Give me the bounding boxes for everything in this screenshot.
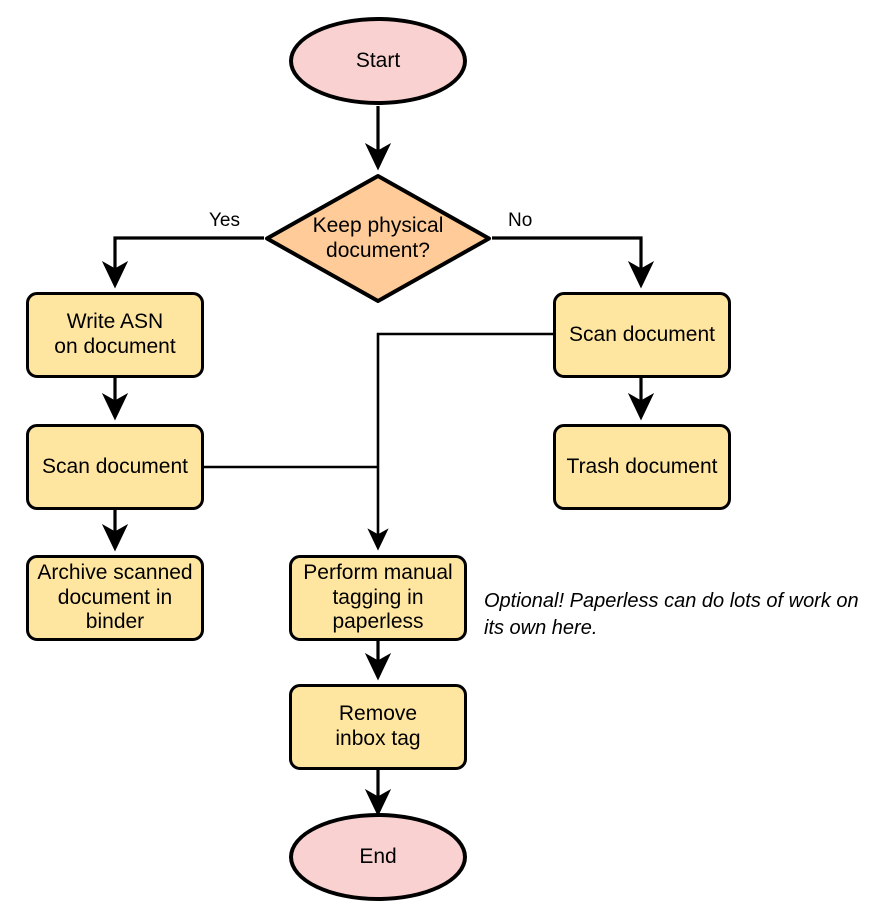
node-end-label: End	[359, 844, 397, 868]
diamond-shape	[265, 174, 491, 303]
node-scan-document-left-label: Scan document	[42, 454, 188, 478]
node-remove-inbox-tag-label: Remove inbox tag	[335, 702, 421, 750]
node-remove-inbox-tag[interactable]: Remove inbox tag	[289, 684, 467, 770]
edge-scan-right-to-manual-tagging	[367, 332, 553, 551]
node-scan-document-right[interactable]: Scan document	[553, 292, 731, 378]
node-trash-document[interactable]: Trash document	[553, 424, 731, 510]
edge-decision-yes-to-write-asn	[101, 236, 264, 289]
node-start[interactable]: Start	[289, 17, 467, 105]
node-archive-scanned-document-in-binder-label: Archive scanned document in binder	[37, 560, 193, 634]
node-start-label: Start	[355, 48, 401, 72]
node-archive-scanned-document-in-binder[interactable]: Archive scanned document in binder	[26, 555, 204, 641]
note-optional-paperless: Optional! Paperless can do lots of work …	[484, 590, 859, 639]
edge-label-yes: Yes	[209, 210, 240, 231]
node-scan-document-right-label: Scan document	[569, 322, 715, 346]
node-keep-physical-document[interactable]: Keep physical document?	[264, 173, 492, 304]
node-trash-document-label: Trash document	[566, 454, 718, 478]
edge-decision-no-to-scan-right	[492, 236, 655, 289]
node-keep-physical-document-label: Keep physical document?	[312, 213, 444, 262]
node-write-asn-on-document[interactable]: Write ASN on document	[26, 292, 204, 378]
node-end[interactable]: End	[289, 813, 467, 901]
node-scan-document-left[interactable]: Scan document	[26, 424, 204, 510]
node-perform-manual-tagging-in-paperless-label: Perform manual tagging in paperless	[303, 560, 453, 634]
edge-label-no: No	[508, 210, 533, 231]
node-perform-manual-tagging-in-paperless[interactable]: Perform manual tagging in paperless	[289, 555, 467, 641]
node-write-asn-on-document-label: Write ASN on document	[54, 310, 176, 358]
